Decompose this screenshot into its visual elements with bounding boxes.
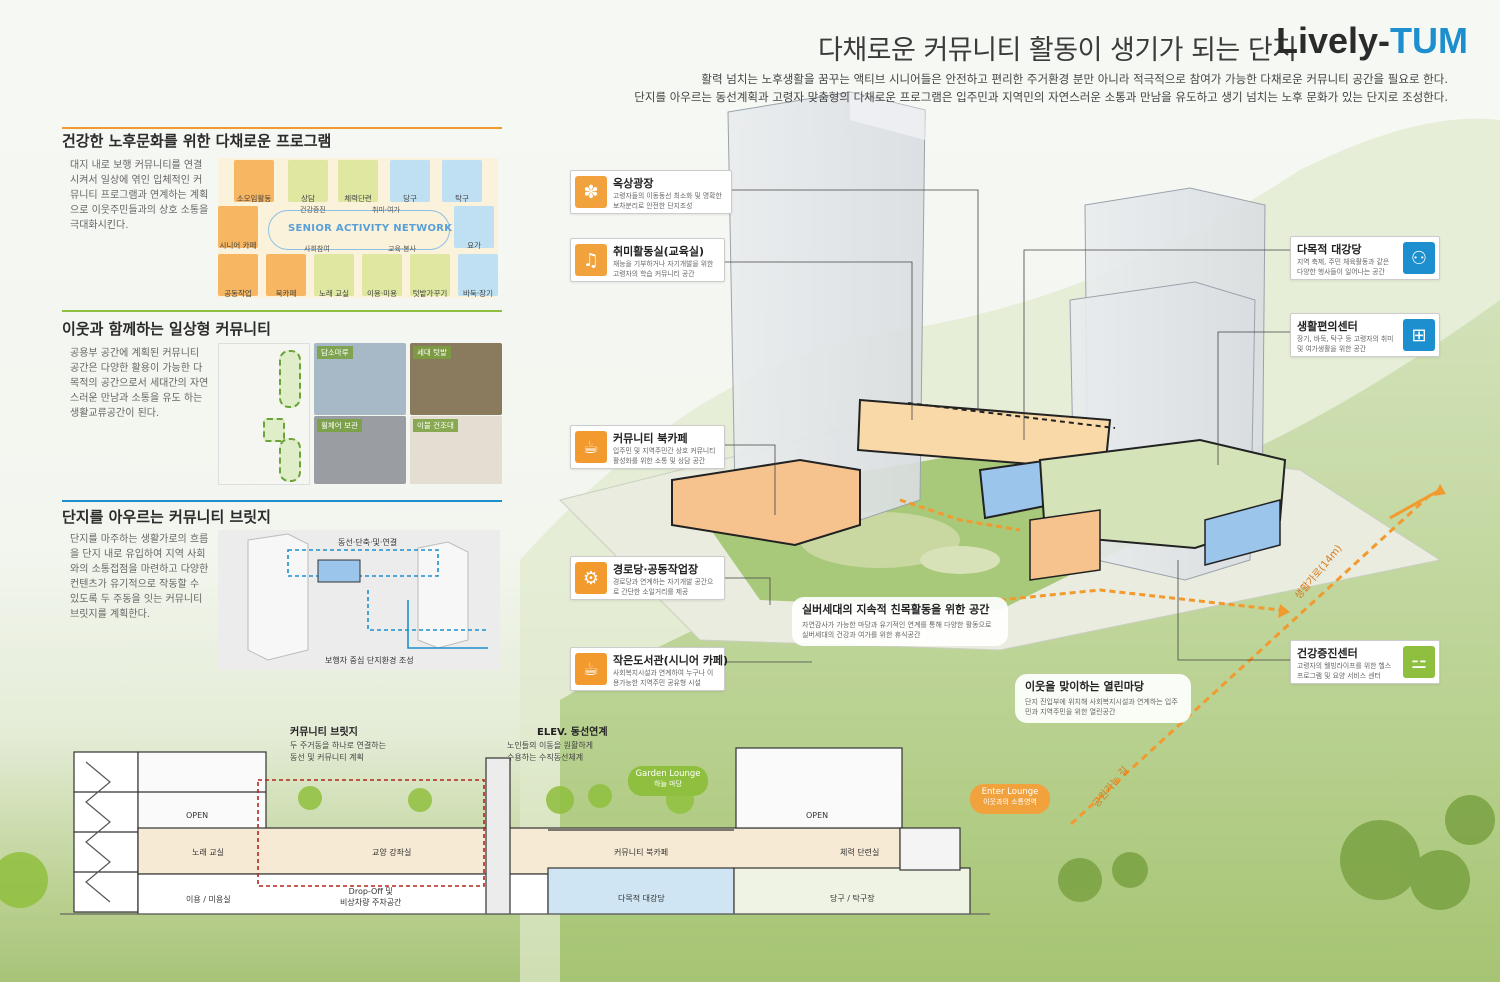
bridge-tag-top: 동선·단축·및·연결: [338, 538, 398, 547]
mini-edu: 교육·봉사: [388, 245, 416, 253]
enter-lounge-bubble: Enter Lounge 이웃과의 소통영역: [970, 784, 1050, 814]
room-billiards: 당구 / 탁구장: [830, 894, 875, 903]
tile-beauty: [362, 254, 402, 296]
room-beauty: 이용 / 미용실: [186, 895, 231, 904]
label-karaoke: 노래 교실: [319, 289, 349, 298]
page-title: 다채로운 커뮤니티 활동이 생기가 되는 단지: [818, 35, 1297, 66]
tile-fitness: [338, 160, 378, 202]
label-garden: 텃밭가꾸기: [412, 289, 448, 298]
tile-club: [234, 160, 274, 202]
brand-accent: TUM: [1390, 20, 1469, 61]
tile-pingpong: [442, 160, 482, 202]
tile-work: [218, 254, 258, 296]
label-fitness: 체력단련: [344, 194, 372, 203]
balloons-icon: ⚇: [1403, 242, 1435, 274]
bridge-diagram-drawing: [247, 533, 488, 661]
label-open-left: OPEN: [186, 811, 209, 820]
programs-divider: [62, 127, 502, 129]
section-elev-desc: 노인들의 이동을 원활하게 수용하는 수직동선체계: [507, 741, 594, 762]
tile-baduk: [458, 254, 498, 296]
bridge-divider: [62, 500, 502, 502]
callout-hobby: ♫ 취미활동실(교육실) 재능을 기부하거나 자기개발을 위한 고령자의 학습 …: [570, 238, 725, 282]
photo-garden: 세대 텃밭: [410, 343, 502, 415]
intro-text: 활력 넘치는 노후생활을 꿈꾸는 액티브 시니어들은 안전하고 편리한 주거환경…: [608, 70, 1448, 106]
label-club: 소모임활동: [236, 194, 272, 203]
callout-rooftop: ✽ 옥상광장 고령자들의 이동동선 최소화 및 명확한 보차분리로 안전한 단지…: [570, 170, 732, 214]
section-bridge-title: 커뮤니티 브릿지: [290, 727, 358, 738]
label-beauty: 이용·미용: [367, 289, 397, 298]
cup-icon: ☕: [575, 653, 607, 685]
room-dropoff: Drop-Off 및 비상차량 주차공간: [340, 887, 402, 907]
garden-lounge-bubble: Garden Lounge 하늘 마당: [628, 766, 708, 796]
room-karaoke: 노래 교실: [192, 848, 224, 857]
label-cafe: 시니어 카페: [219, 241, 257, 250]
mini-health: 건강증진: [300, 206, 326, 214]
trees: [1058, 795, 1495, 910]
bridge-heading: 단지를 아우르는 커뮤니티 브릿지: [62, 508, 271, 526]
photo-wheelchair: 휠체어 보관: [314, 416, 406, 484]
photo-lounge: 담소마루: [314, 343, 406, 415]
label-pingpong: 탁구: [455, 194, 469, 203]
tile-counsel: [288, 160, 328, 202]
daily-heading: 이웃과 함께하는 일상형 커뮤니티: [62, 320, 271, 338]
room-fitness: 체력 단련실: [840, 848, 880, 857]
tower-left: [727, 91, 926, 521]
section-elev-title: ELEV. 동선연계: [537, 727, 608, 738]
wheat-icon: ✽: [575, 176, 607, 208]
room-lecture: 교양 강좌실: [372, 848, 412, 857]
room-auditorium: 다목적 대강당: [618, 894, 665, 903]
building-section: [60, 747, 990, 915]
label-bookcafe: 북카페: [275, 289, 297, 298]
label-work: 공동작업: [224, 289, 252, 298]
bridge-tag-bottom: 보행자 중심 단지환경 조성: [325, 656, 414, 665]
abacus-icon: ⊞: [1403, 319, 1435, 351]
mini-hobby: 취미·여가: [372, 206, 400, 214]
tile-garden: [410, 254, 450, 296]
bridge-diagram: [218, 530, 500, 670]
brand-logo: Lively-TUM: [1276, 20, 1468, 62]
dumbbell-icon: ⚍: [1403, 646, 1435, 678]
label-billiards: 당구: [403, 194, 417, 203]
intro-line-2: 단지를 아우르는 동선계획과 고령자 맞춤형의 다채로운 프로그램은 입주민과 …: [634, 90, 1448, 104]
label-open-right: OPEN: [806, 811, 829, 820]
photo-drying: 이불 건조대: [410, 416, 502, 484]
callout-bookcafe: ☕ 커뮤니티 북카페 입주민 및 지역주민간 상호 커뮤니티 활성화를 위한 소…: [570, 425, 725, 469]
callout-silver-space: 실버세대의 지속적 친목활동을 위한 공간 자연감사가 가능한 마당과 유기적인…: [792, 597, 1008, 646]
label-counsel: 상담: [301, 194, 315, 203]
bridge-highlight: [257, 779, 485, 887]
room-bookcafe: 커뮤니티 북카페: [614, 848, 669, 857]
callout-convenience: ⊞ 생활편의센터 장기, 바둑, 탁구 등 고령자의 취미 및 여가생활을 위한…: [1290, 313, 1440, 357]
program-network: [218, 158, 498, 298]
podium-left: [671, 458, 861, 547]
label-baduk: 바둑·장기: [463, 289, 493, 298]
music-note-icon: ♫: [575, 244, 607, 276]
callout-auditorium: ⚇ 다목적 대강당 지역 축제, 주민 체육활동과 같은 다양한 행사들이 일어…: [1290, 236, 1440, 280]
tile-cafe: [218, 206, 258, 248]
bridge-text: 단지를 마주하는 생활가로의 흐름을 단지 내로 유입하여 지역 사회와의 소통…: [70, 534, 209, 620]
floor-plan: [218, 343, 310, 485]
tile-yoga: [454, 206, 494, 248]
tile-billiards: [390, 160, 430, 202]
section-bridge-desc: 두 주거동을 하나로 연결하는 동선 및 커뮤니티 계획: [290, 741, 386, 762]
programs-heading: 건강한 노후문화를 위한 다채로운 프로그램: [62, 132, 332, 150]
coffee-cup-icon: ☕: [575, 431, 607, 463]
intro-line-1: 활력 넘치는 노후생활을 꿈꾸는 액티브 시니어들은 안전하고 편리한 주거환경…: [701, 72, 1448, 86]
tile-karaoke: [314, 254, 354, 296]
callout-health: ⚍ 건강증진센터 고령자의 웰빙라이프를 위한 헬스 프로그램 및 요양 서비스…: [1290, 640, 1440, 684]
gear-icon: ⚙: [575, 562, 607, 594]
callout-library: ☕ 작은도서관(시니어 카페) 사회복지시설과 연계하여 누구나 이용가능한 지…: [570, 647, 728, 691]
label-yoga: 요가: [467, 241, 481, 250]
network-label: SENIOR ACTIVITY NETWORK: [288, 223, 453, 234]
callout-open-yard: 이웃을 맞이하는 열린마당 단지 진입부에 위치해 사회복지시설과 연계하는 입…: [1015, 674, 1191, 723]
programs-text: 대지 내로 보행 커뮤니티를 연결 시켜서 일상에 엮인 입체적인 커뮤니티 프…: [70, 160, 209, 231]
tile-bookcafe: [266, 254, 306, 296]
brand-main: Lively-: [1276, 20, 1391, 61]
daily-text: 공용부 공간에 계획된 커뮤니티 공간은 다양한 활용이 가능한 다목적의 공간…: [70, 348, 209, 419]
callout-workshop: ⚙ 경로당·공동작업장 경로당과 연계하는 자기개발 공간으로 간단한 소일거리…: [570, 556, 725, 600]
network-ring: [268, 210, 450, 250]
daily-divider: [62, 310, 502, 312]
mini-social: 사회참여: [304, 245, 330, 253]
